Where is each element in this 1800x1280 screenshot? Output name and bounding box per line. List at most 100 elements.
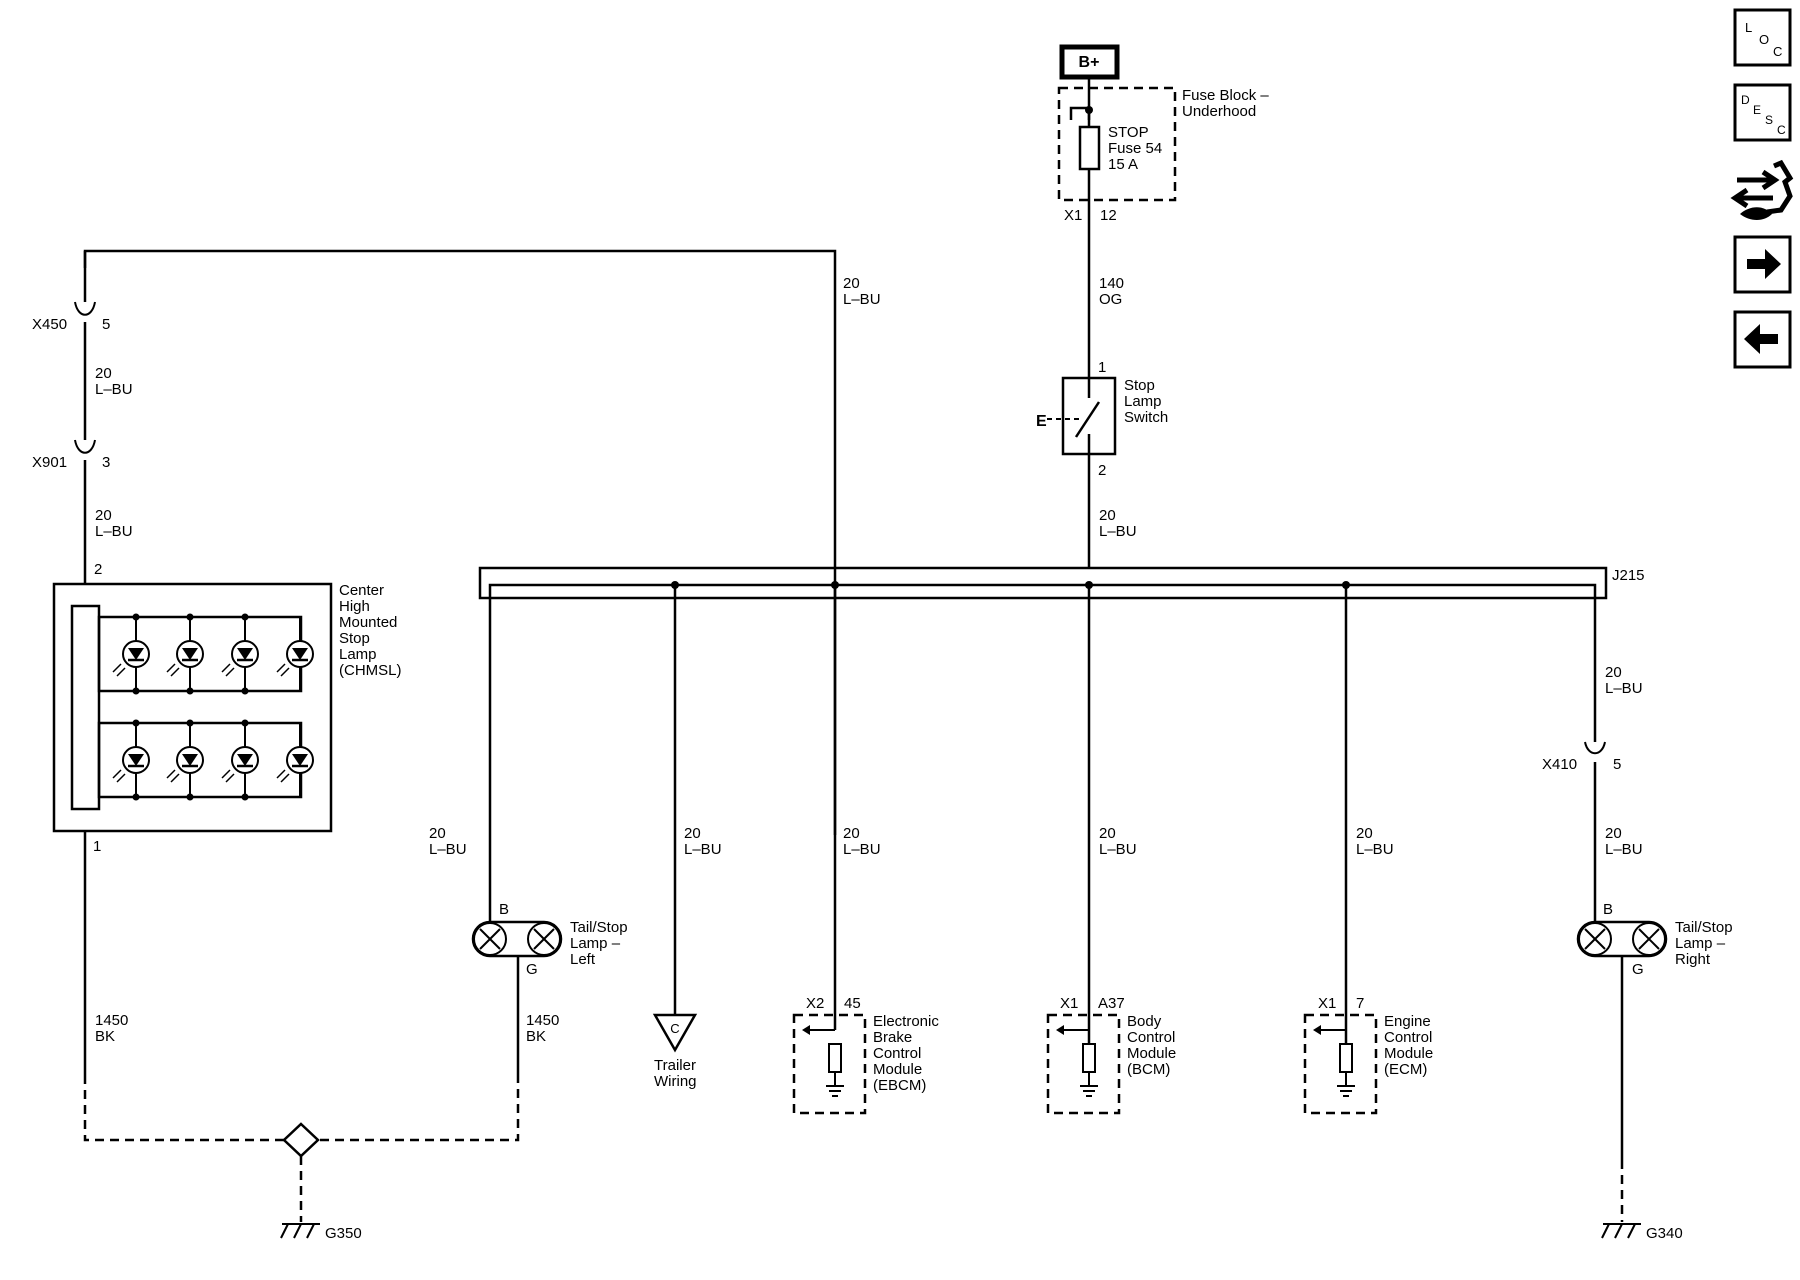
svg-text:Wiring: Wiring — [654, 1073, 697, 1090]
bcm-module: X1 A37 Body Control Module (BCM) — [1046, 995, 1176, 1115]
svg-text:OG: OG — [1099, 291, 1122, 308]
svg-text:20: 20 — [843, 275, 860, 292]
ground-g350: G350 — [83, 1075, 520, 1242]
svg-text:L–BU: L–BU — [843, 291, 881, 308]
svg-text:E: E — [1753, 103, 1761, 117]
svg-text:L–BU: L–BU — [1099, 523, 1137, 540]
svg-text:Trailer: Trailer — [654, 1057, 696, 1074]
svg-text:G: G — [1632, 961, 1644, 978]
svg-text:Underhood: Underhood — [1182, 103, 1256, 120]
svg-text:L–BU: L–BU — [843, 841, 881, 858]
svg-text:Fuse Block –: Fuse Block – — [1182, 87, 1269, 104]
diagnostic-tools-button[interactable] — [1730, 159, 1794, 220]
svg-text:Lamp –: Lamp – — [1675, 935, 1726, 952]
arrow-right-icon — [1747, 249, 1781, 279]
svg-text:O: O — [1759, 32, 1769, 47]
svg-text:20: 20 — [1356, 825, 1373, 842]
svg-text:20: 20 — [684, 825, 701, 842]
svg-text:L–BU: L–BU — [429, 841, 467, 858]
svg-text:BK: BK — [526, 1028, 546, 1045]
previous-button[interactable] — [1733, 310, 1792, 369]
svg-text:1450: 1450 — [95, 1012, 128, 1029]
svg-text:20: 20 — [843, 825, 860, 842]
svg-text:5: 5 — [1613, 756, 1621, 773]
svg-text:Tail/Stop: Tail/Stop — [570, 919, 628, 936]
next-button[interactable] — [1733, 235, 1792, 294]
svg-text:A37: A37 — [1098, 995, 1125, 1012]
svg-text:Electronic: Electronic — [873, 1013, 939, 1030]
svg-text:Tail/Stop: Tail/Stop — [1675, 919, 1733, 936]
svg-text:1: 1 — [1098, 359, 1106, 376]
svg-text:G: G — [526, 961, 538, 978]
svg-text:L–BU: L–BU — [684, 841, 722, 858]
svg-text:12: 12 — [1100, 207, 1117, 224]
ground-g340: G340 — [1601, 1160, 1683, 1242]
svg-text:L–BU: L–BU — [1099, 841, 1137, 858]
svg-text:L–BU: L–BU — [1605, 841, 1643, 858]
svg-text:STOP: STOP — [1108, 124, 1149, 141]
svg-text:20: 20 — [1099, 507, 1116, 524]
svg-text:(BCM): (BCM) — [1127, 1061, 1170, 1078]
svg-text:Mounted: Mounted — [339, 614, 397, 631]
svg-text:E: E — [1036, 413, 1047, 430]
svg-text:Stop: Stop — [1124, 377, 1155, 394]
svg-text:C: C — [1773, 44, 1782, 59]
svg-text:3: 3 — [102, 454, 110, 471]
svg-text:Stop: Stop — [339, 630, 370, 647]
fuse-block-underhood: Fuse Block – Underhood STOP Fuse 54 15 A — [1057, 86, 1269, 202]
arrow-left-icon — [1744, 324, 1778, 354]
svg-text:20: 20 — [95, 507, 112, 524]
svg-text:J215: J215 — [1612, 567, 1645, 584]
svg-text:C: C — [1777, 123, 1786, 137]
svg-text:L: L — [1745, 20, 1752, 35]
svg-text:Body: Body — [1127, 1013, 1162, 1030]
ecm-module: X1 7 Engine Control Module (ECM) — [1303, 995, 1433, 1115]
svg-text:Engine: Engine — [1384, 1013, 1431, 1030]
description-button[interactable]: D E S C — [1733, 83, 1792, 142]
svg-text:7: 7 — [1356, 995, 1364, 1012]
svg-text:L–BU: L–BU — [1605, 680, 1643, 697]
svg-text:Left: Left — [570, 951, 596, 968]
svg-text:20: 20 — [1605, 825, 1622, 842]
svg-text:X1: X1 — [1064, 207, 1082, 224]
svg-text:Control: Control — [1127, 1029, 1175, 1046]
svg-text:X1: X1 — [1060, 995, 1078, 1012]
svg-text:20: 20 — [95, 365, 112, 382]
svg-text:2: 2 — [94, 561, 102, 578]
svg-text:(CHMSL): (CHMSL) — [339, 662, 402, 679]
svg-text:L–BU: L–BU — [1356, 841, 1394, 858]
svg-text:High: High — [339, 598, 370, 615]
svg-text:D: D — [1741, 93, 1750, 107]
connector-x410: X410 5 — [1542, 741, 1621, 773]
svg-text:Lamp –: Lamp – — [570, 935, 621, 952]
svg-text:Module: Module — [1384, 1045, 1433, 1062]
svg-text:X1: X1 — [1318, 995, 1336, 1012]
tail-stop-lamp-right: B Tail/Stop Lamp – Right G — [1576, 901, 1733, 978]
svg-text:(ECM): (ECM) — [1384, 1061, 1427, 1078]
svg-text:Lamp: Lamp — [1124, 393, 1162, 410]
svg-text:Control: Control — [873, 1045, 921, 1062]
fuse-54-icon — [1078, 125, 1101, 171]
svg-text:Brake: Brake — [873, 1029, 912, 1046]
svg-text:X2: X2 — [806, 995, 824, 1012]
svg-text:X410: X410 — [1542, 756, 1577, 773]
svg-text:Fuse 54: Fuse 54 — [1108, 140, 1162, 157]
svg-text:Switch: Switch — [1124, 409, 1168, 426]
svg-text:Right: Right — [1675, 951, 1711, 968]
svg-text:1450: 1450 — [526, 1012, 559, 1029]
svg-text:G350: G350 — [325, 1225, 362, 1242]
battery-power-label: B+ — [1059, 44, 1120, 80]
tail-stop-lamp-left: B Tail/Stop Lamp – Left G — [471, 901, 628, 978]
svg-text:L–BU: L–BU — [95, 523, 133, 540]
svg-text:S: S — [1765, 113, 1773, 127]
svg-text:B: B — [1603, 901, 1613, 918]
svg-text:15 A: 15 A — [1108, 156, 1138, 173]
svg-text:X901: X901 — [32, 454, 67, 471]
svg-text:B+: B+ — [1079, 54, 1100, 71]
svg-text:(EBCM): (EBCM) — [873, 1077, 926, 1094]
trailer-wiring: C Trailer Wiring — [652, 1013, 698, 1090]
location-button[interactable]: L O C — [1733, 8, 1792, 67]
svg-text:20: 20 — [429, 825, 446, 842]
svg-text:Lamp: Lamp — [339, 646, 377, 663]
